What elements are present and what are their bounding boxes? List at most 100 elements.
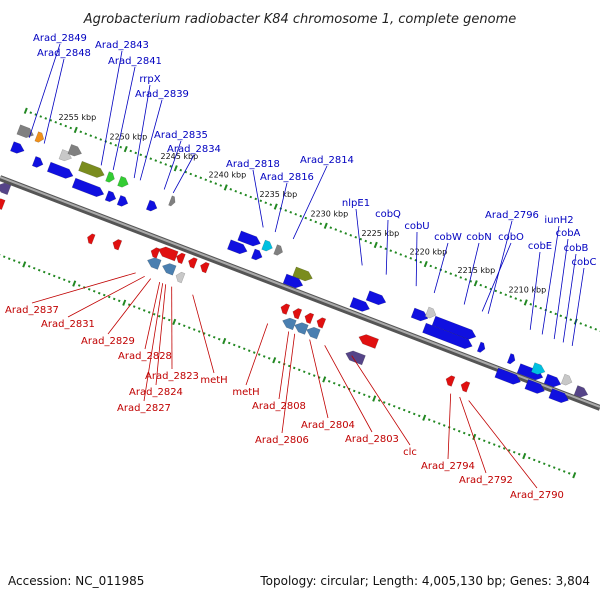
gene-forward bbox=[46, 161, 74, 179]
tick-inner bbox=[502, 447, 506, 450]
tick-inner bbox=[542, 462, 546, 466]
gene-forward bbox=[104, 190, 117, 203]
tick-outer bbox=[249, 195, 253, 199]
tick-outer bbox=[373, 241, 378, 249]
tick-outer bbox=[223, 184, 228, 191]
tick-outer bbox=[94, 136, 98, 139]
reverse-label-leader bbox=[447, 393, 452, 460]
tick-outer bbox=[44, 117, 48, 120]
tick-outer bbox=[389, 249, 393, 252]
gene-forward bbox=[10, 141, 25, 154]
tick-outer bbox=[84, 132, 88, 136]
gene-reverse bbox=[292, 308, 303, 320]
tick-outer bbox=[54, 120, 58, 124]
figure-title: Agrobacterium radiobacter K84 chromosome… bbox=[83, 12, 516, 27]
kbp-label: 2240 kbp bbox=[208, 170, 246, 179]
tick-inner bbox=[127, 303, 131, 306]
reverse-label-leader bbox=[107, 278, 151, 335]
tick-inner bbox=[307, 372, 311, 375]
tick-inner bbox=[372, 395, 377, 402]
tick-outer bbox=[109, 142, 113, 145]
tick-outer bbox=[49, 119, 53, 122]
gene-forward bbox=[34, 131, 45, 143]
tick-outer bbox=[173, 165, 178, 172]
reverse-label-leader bbox=[281, 333, 296, 434]
tick-inner bbox=[172, 318, 177, 326]
tick-outer bbox=[64, 124, 68, 128]
kbp-label: 2230 kbp bbox=[310, 209, 348, 218]
tick-outer bbox=[369, 241, 373, 245]
forward-gene-label: Arad_2839 bbox=[135, 89, 189, 100]
forward-label-leader bbox=[487, 220, 513, 314]
tick-inner bbox=[407, 410, 411, 414]
kbp-label: 2255 kbp bbox=[58, 113, 96, 122]
tick-inner bbox=[167, 318, 171, 322]
gene-forward bbox=[58, 149, 72, 162]
forward-gene-label: cobU bbox=[404, 221, 429, 232]
gene-forward bbox=[292, 266, 313, 282]
tick-outer bbox=[564, 316, 568, 320]
tick-inner bbox=[287, 364, 291, 368]
tick-inner bbox=[337, 383, 341, 387]
reverse-gene-label: Arad_2823 bbox=[145, 371, 199, 382]
forward-gene-label: Arad_2849 bbox=[33, 33, 87, 44]
tick-inner bbox=[427, 418, 431, 421]
tick-inner bbox=[262, 355, 266, 358]
forward-label-leader bbox=[292, 165, 328, 240]
tick-outer bbox=[494, 289, 498, 293]
tick-outer bbox=[199, 176, 203, 180]
tick-outer bbox=[154, 159, 158, 162]
gene-reverse bbox=[162, 263, 177, 276]
tick-outer bbox=[329, 226, 333, 229]
tick-outer bbox=[73, 126, 78, 134]
tick-outer bbox=[523, 299, 528, 306]
tick-outer bbox=[579, 322, 583, 325]
tick-inner bbox=[377, 399, 381, 402]
gene-features bbox=[0, 124, 589, 404]
forward-label-leader bbox=[112, 66, 136, 171]
tick-inner bbox=[227, 341, 231, 345]
reverse-label-leader bbox=[192, 294, 215, 374]
forward-gene-label: cobB bbox=[564, 243, 589, 254]
reverse-gene-label: Arad_2829 bbox=[81, 336, 135, 347]
tick-outer bbox=[334, 228, 338, 231]
gene-reverse bbox=[147, 257, 162, 270]
tick-inner bbox=[467, 433, 471, 437]
forward-gene-label: iunH2 bbox=[544, 215, 573, 226]
gene-reverse bbox=[0, 182, 12, 196]
kbp-label: 2210 kbp bbox=[508, 285, 546, 294]
tick-inner bbox=[147, 311, 151, 314]
forward-label-leader bbox=[433, 242, 449, 294]
tick-inner bbox=[257, 353, 261, 356]
tick-inner bbox=[522, 452, 527, 460]
tick-inner bbox=[27, 265, 31, 268]
tick-outer bbox=[423, 260, 428, 268]
tick-inner bbox=[452, 427, 456, 431]
reverse-label-leader bbox=[245, 323, 269, 386]
tick-outer bbox=[449, 272, 453, 275]
gene-forward bbox=[117, 175, 129, 188]
forward-label-leader bbox=[28, 43, 61, 138]
tick-outer bbox=[464, 278, 468, 281]
tick-inner bbox=[222, 337, 227, 345]
kbp-label: 2250 kbp bbox=[109, 132, 147, 141]
tick-outer bbox=[489, 287, 493, 291]
tick-outer bbox=[534, 304, 538, 308]
tick-outer bbox=[159, 161, 163, 164]
forward-label-leader bbox=[571, 267, 585, 346]
tick-outer bbox=[479, 283, 483, 287]
forward-label-leader bbox=[463, 242, 480, 305]
tick-outer bbox=[434, 266, 438, 270]
tick-outer bbox=[384, 247, 388, 251]
tick-inner bbox=[217, 337, 221, 341]
gene-forward bbox=[71, 177, 105, 198]
forward-label-leader bbox=[163, 140, 182, 190]
tick-outer bbox=[134, 151, 138, 155]
tick-inner bbox=[417, 414, 421, 418]
tick-inner bbox=[202, 332, 206, 335]
forward-gene-label: nlpE1 bbox=[342, 198, 370, 209]
tick-outer bbox=[314, 220, 318, 224]
tick-outer bbox=[169, 165, 173, 168]
